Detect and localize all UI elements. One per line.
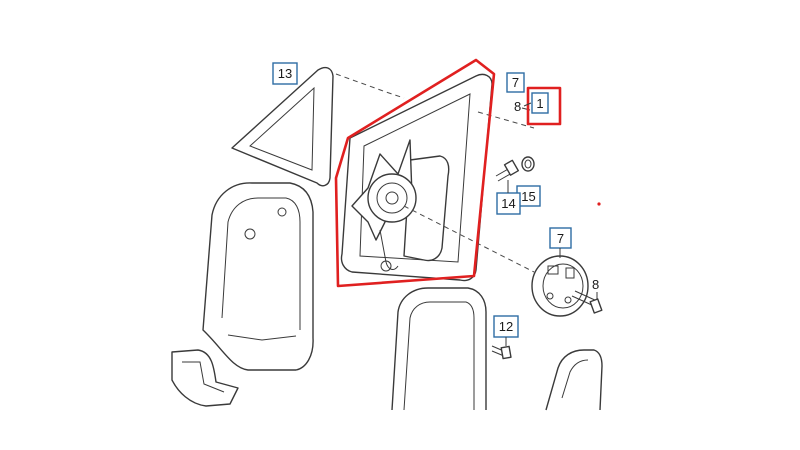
callout-13: 13 — [272, 62, 298, 85]
callout-1-label: 1 — [536, 96, 543, 111]
callout-7-top: 7 — [506, 72, 525, 93]
screw-14 — [495, 159, 520, 182]
label-8-right: 8 — [592, 277, 599, 292]
highlight-box-callout-1 — [526, 86, 562, 126]
callout-13-label: 13 — [278, 66, 292, 81]
housing-lower-cover — [171, 349, 239, 407]
callout-1: 1 — [531, 92, 549, 114]
callout-12-label: 12 — [499, 319, 513, 334]
clip-15 — [521, 156, 535, 172]
screw-12 — [491, 345, 512, 360]
mirror-base-frame — [391, 287, 487, 411]
callout-14-label: 14 — [501, 196, 515, 211]
callout-14: 14 — [496, 180, 521, 215]
label-8-top-leader — [523, 102, 532, 107]
callout-7-top-label: 7 — [512, 75, 519, 90]
mirror-motor-assembly — [340, 73, 493, 282]
screw-8 — [571, 290, 603, 314]
callout-12: 12 — [493, 315, 519, 346]
callout-7-mid: 7 — [549, 227, 572, 258]
mirror-housing-shell — [202, 182, 314, 371]
adjustment-disc — [531, 255, 589, 317]
red-dot-mark — [597, 202, 601, 206]
highlight-outline-part-1 — [334, 58, 496, 288]
triangle-trim-cover — [231, 66, 334, 187]
label-8-top: 8 — [514, 99, 521, 114]
callout-7-mid-label: 7 — [557, 231, 564, 246]
callout-15: 15 — [516, 185, 541, 207]
mirror-glass — [545, 349, 603, 411]
callout-15-label: 15 — [521, 189, 535, 204]
